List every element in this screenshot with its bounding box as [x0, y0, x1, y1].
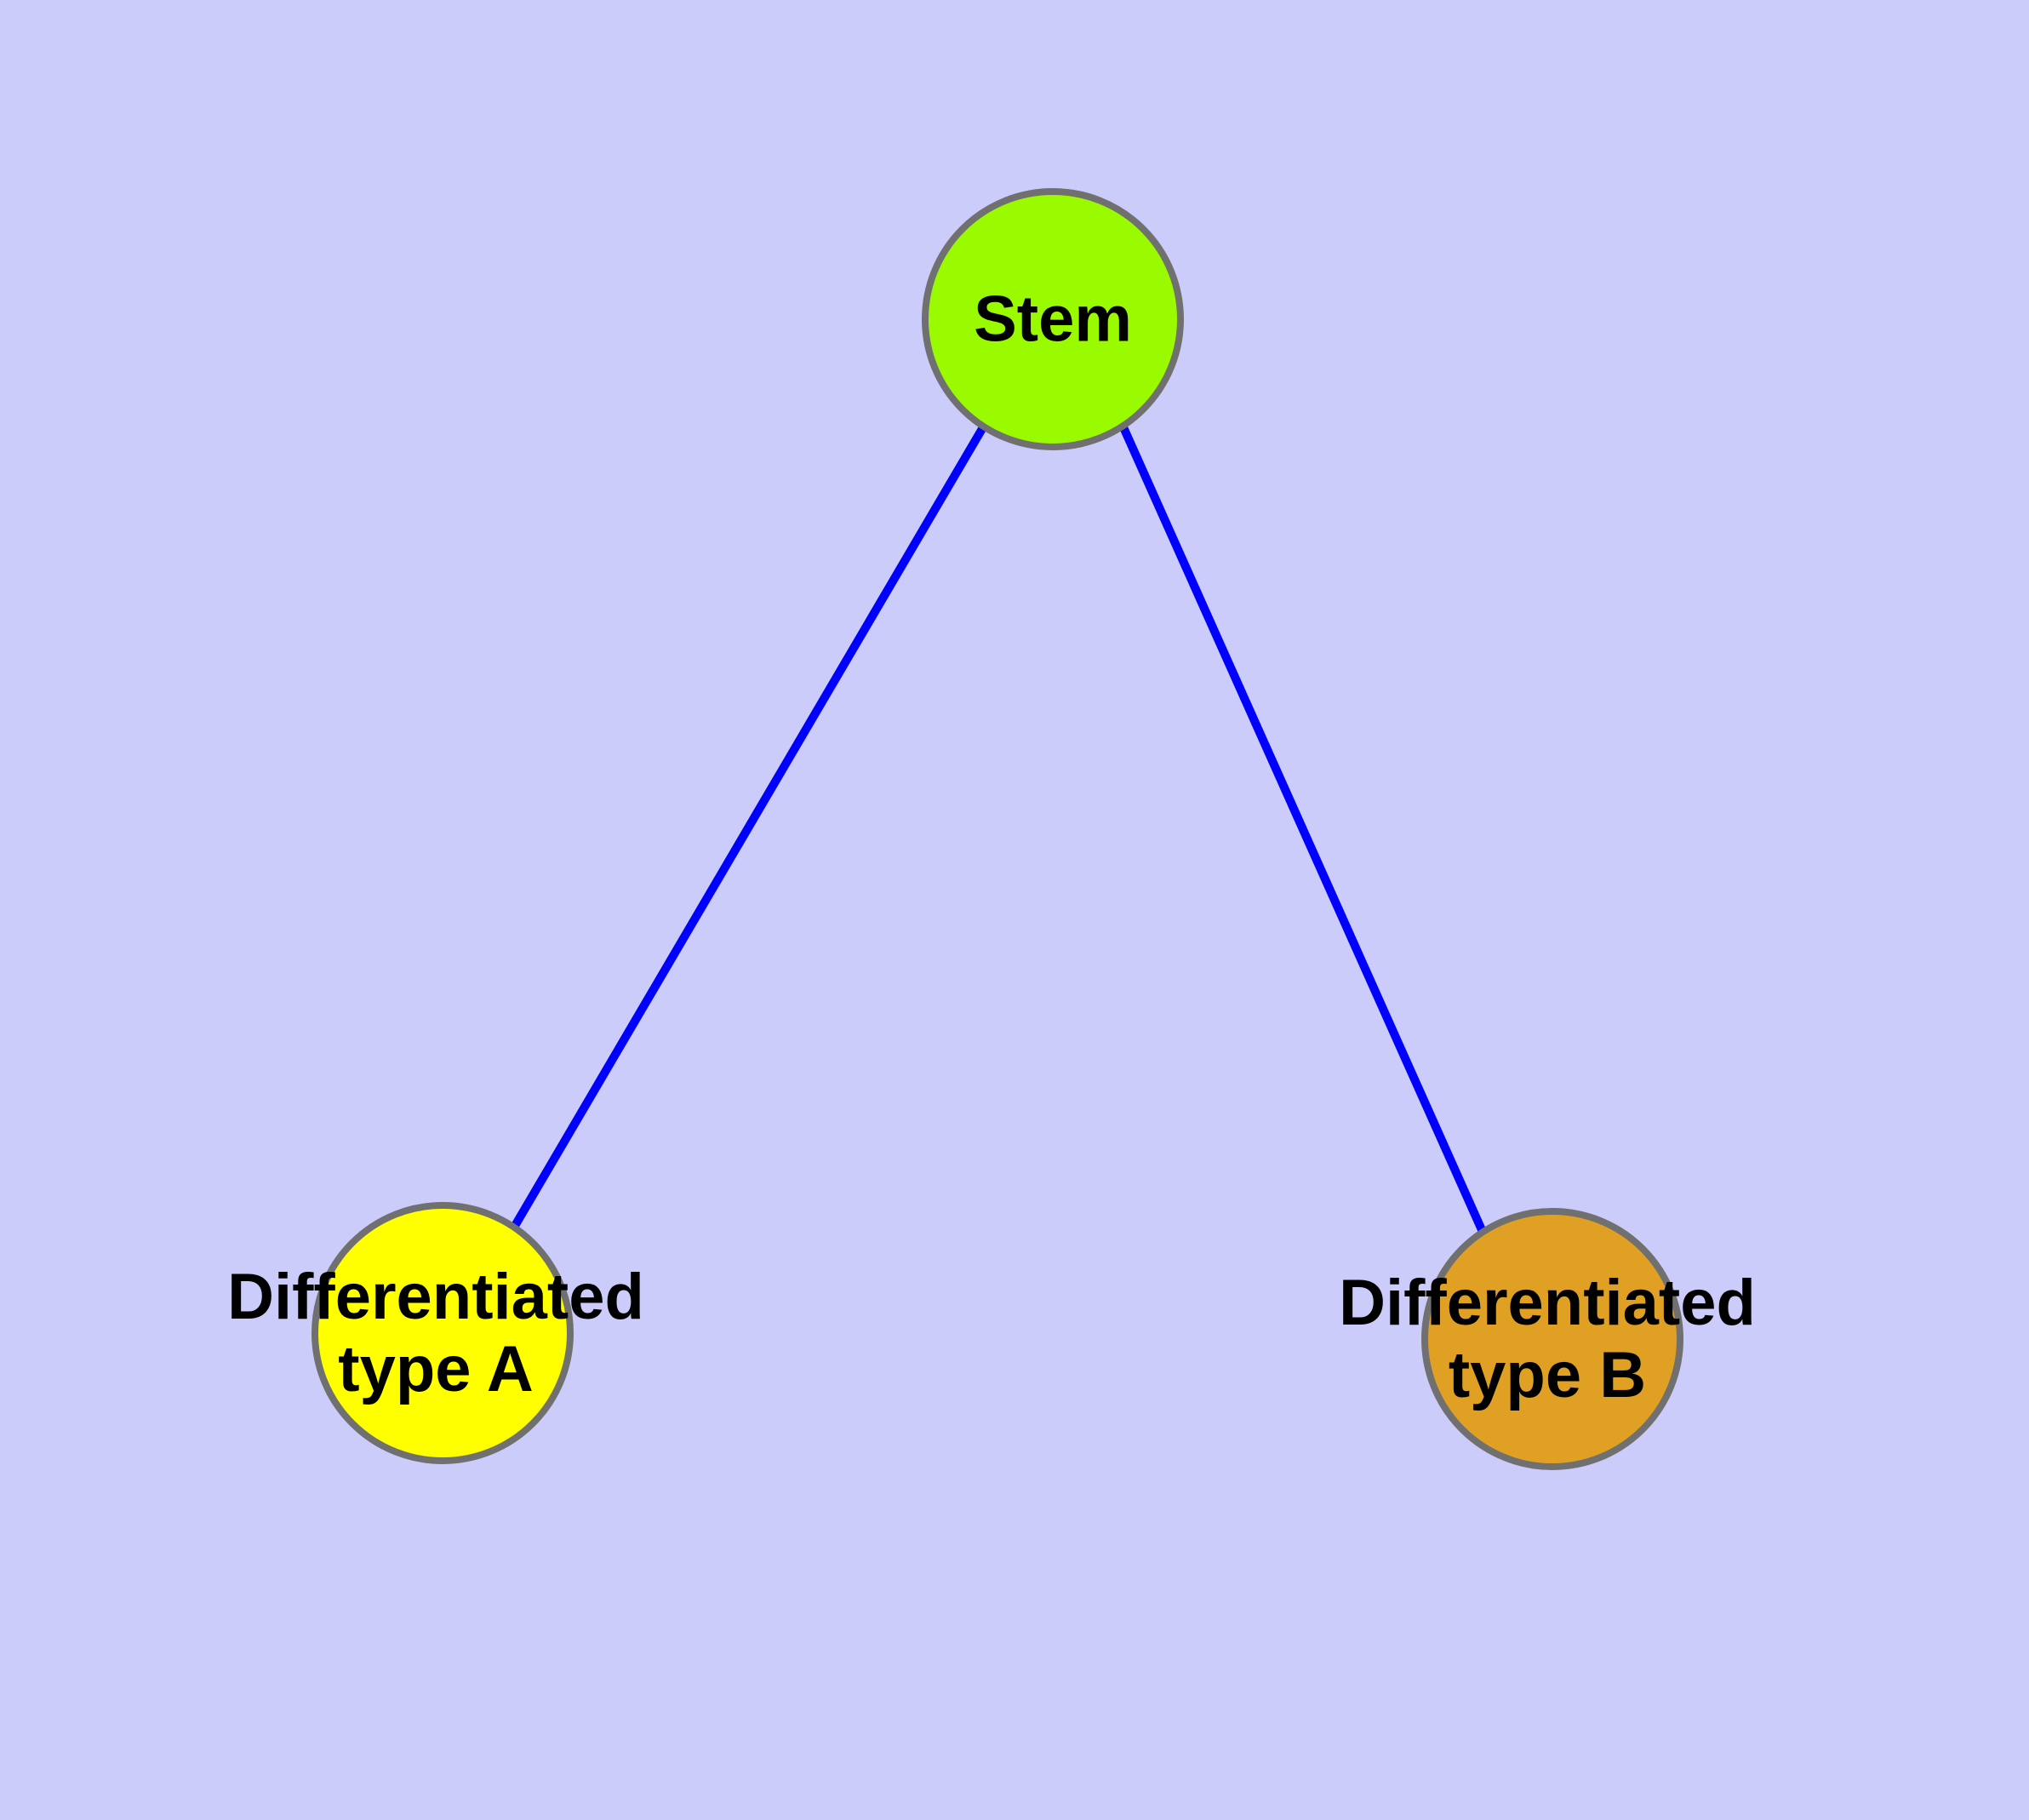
node-differentiated-type-b[interactable] — [1421, 1208, 1683, 1470]
node-stem[interactable] — [922, 188, 1184, 450]
node-differentiated-type-a[interactable] — [311, 1202, 574, 1464]
node-layer — [311, 188, 1683, 1470]
edge-stem-to-differentiated-type-a — [511, 425, 987, 1228]
edge-stem-to-differentiated-type-b — [1119, 425, 1487, 1234]
edge-layer — [511, 425, 1487, 1234]
